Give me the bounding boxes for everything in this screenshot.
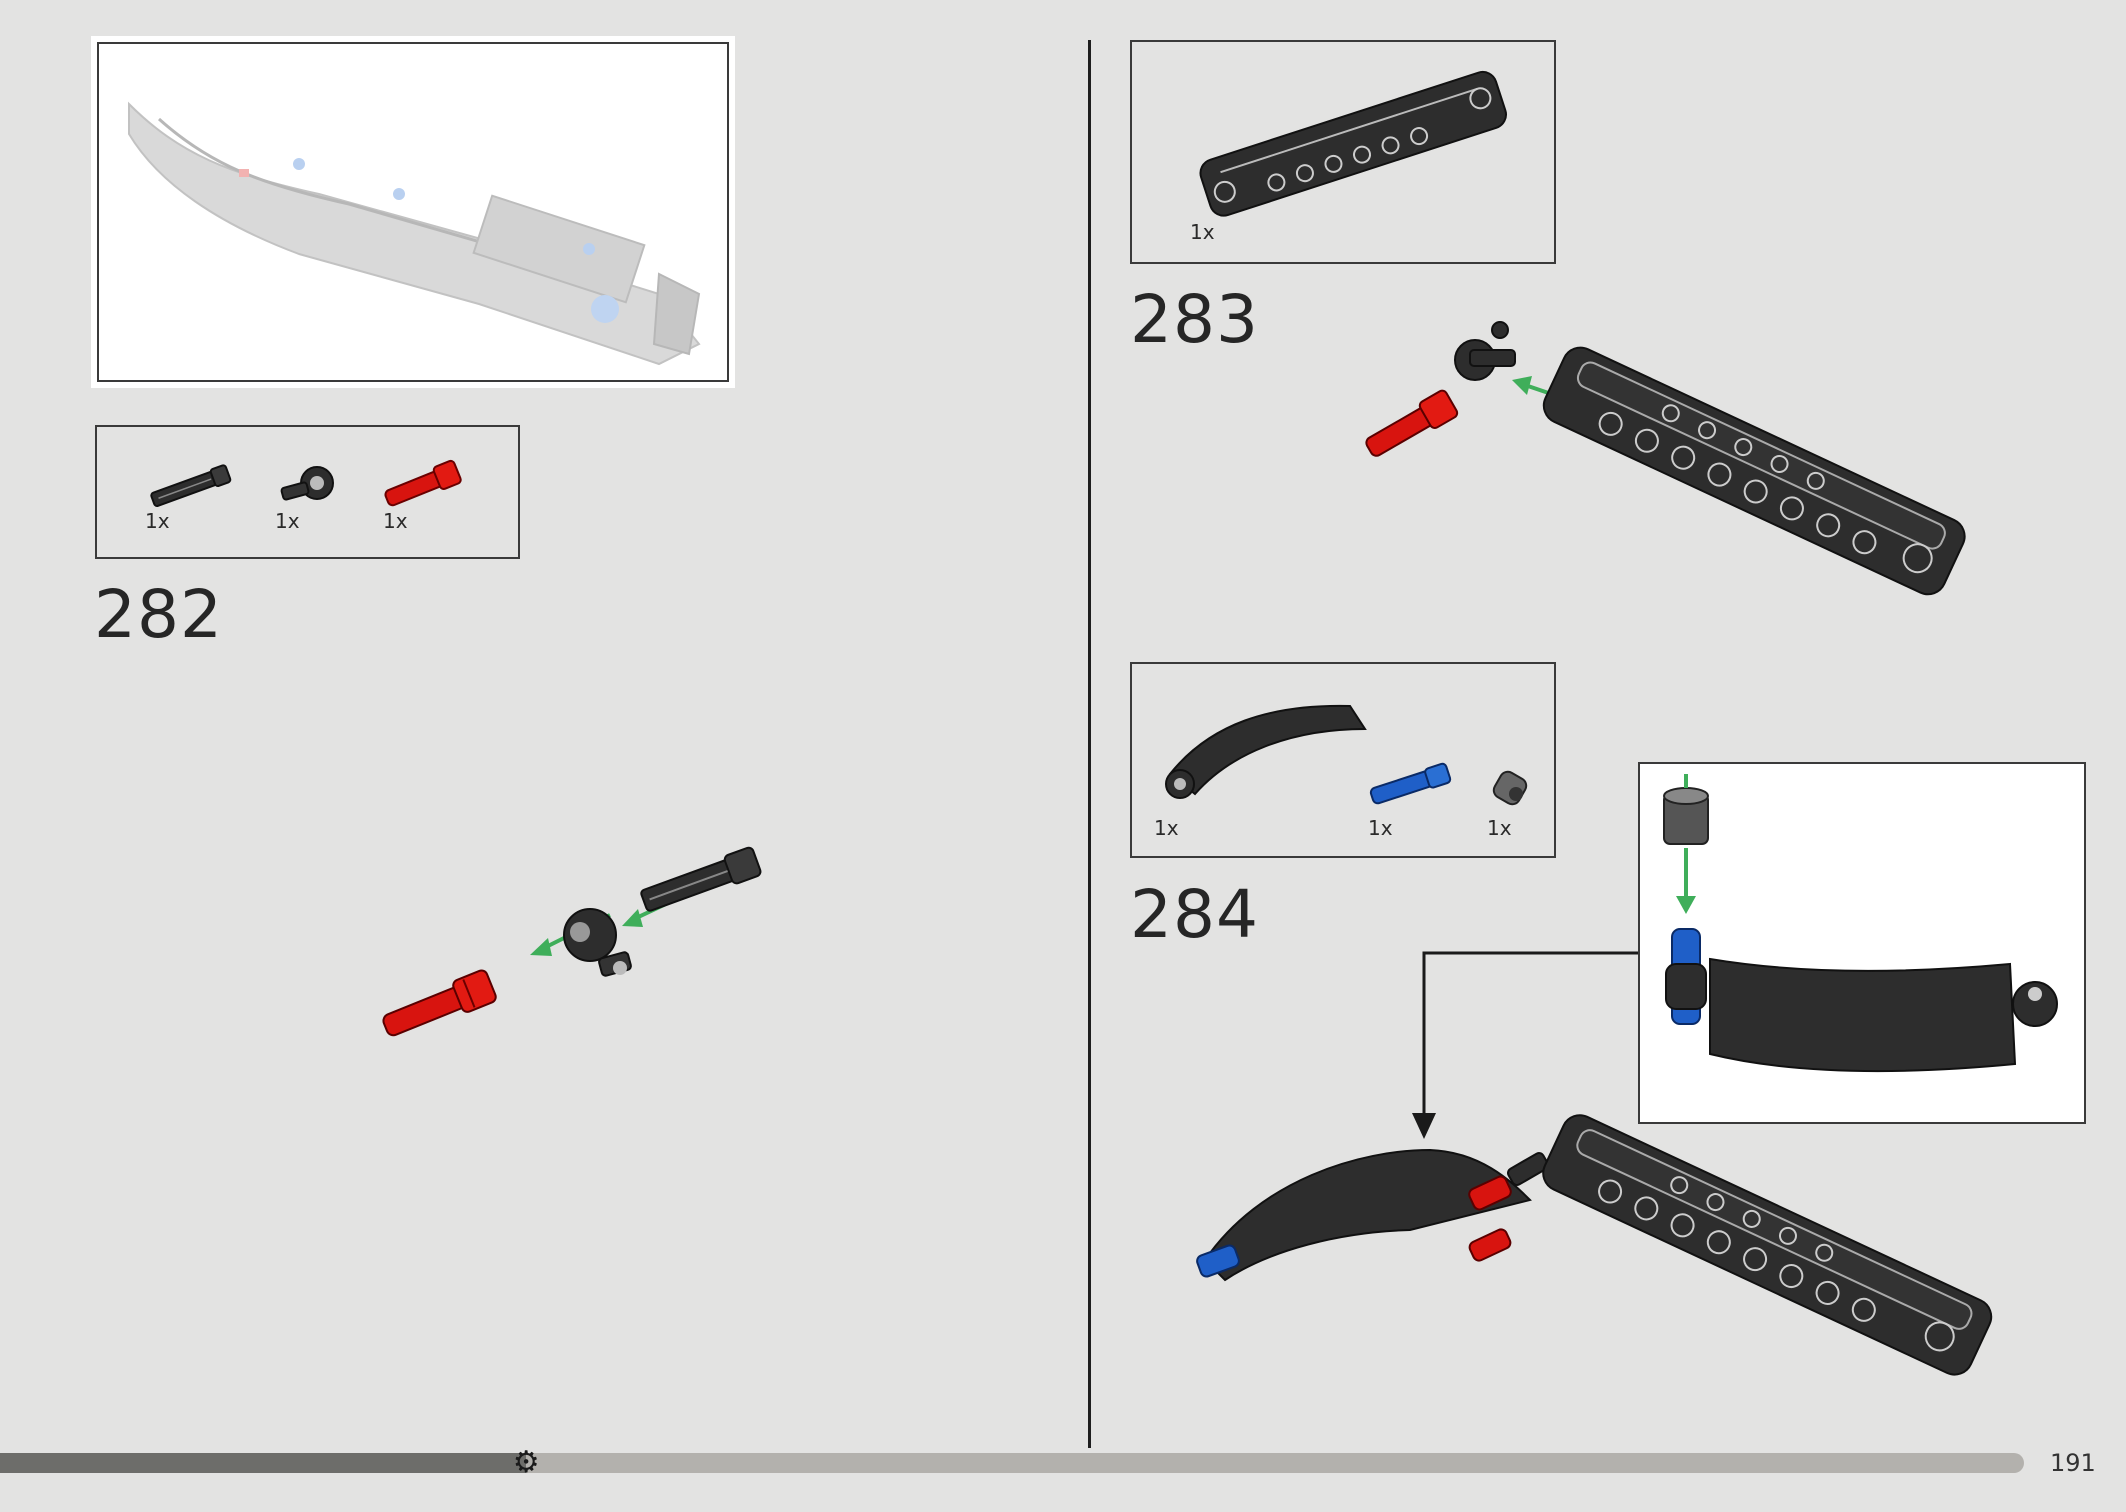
part-qty: 1x (383, 509, 408, 533)
part-qty: 1x (145, 509, 170, 533)
curved-panel-icon (1165, 704, 1367, 799)
part-qty: 1x (1368, 816, 1393, 840)
step-number-284: 284 (1130, 876, 1259, 953)
page-number: 191 (2050, 1449, 2096, 1477)
step-282-parts-list: 1x 1x 1x (95, 425, 520, 559)
part-qty: 1x (1487, 816, 1512, 840)
red-pin-long-icon (384, 459, 462, 507)
sub-assembly-callout (1638, 762, 2086, 1124)
callout-pointer-arrow (1412, 951, 1638, 1139)
gear-icon: ⚙ (512, 1445, 540, 1480)
part-qty: 1x (1154, 816, 1179, 840)
overview-callout (91, 36, 735, 388)
step-283-parts-list: 1x (1130, 40, 1556, 264)
axle-with-pin-icon (150, 464, 232, 508)
pin-connector-icon (280, 466, 334, 501)
step-284-assembly-illustration (1196, 1114, 1993, 1376)
bush-icon (1492, 770, 1528, 806)
part-qty: 1x (1190, 220, 1215, 244)
step-282-assembly-illustration (382, 846, 762, 1037)
progress-bar-fill (0, 1453, 527, 1473)
faded-assembly-illustration (128, 101, 701, 366)
page-divider (1088, 40, 1091, 1448)
progress-bar (0, 1453, 2024, 1473)
step-283-assembly-illustration (1365, 321, 1966, 596)
step-284-parts-list: 1x 1x 1x (1130, 662, 1556, 858)
step-number-283: 283 (1130, 281, 1259, 358)
step-number-282: 282 (94, 576, 223, 653)
sub-assembly-illustration (1663, 774, 2058, 1073)
beam-panel-icon (1199, 70, 1507, 217)
blue-pin-icon (1369, 762, 1452, 805)
part-qty: 1x (275, 509, 300, 533)
